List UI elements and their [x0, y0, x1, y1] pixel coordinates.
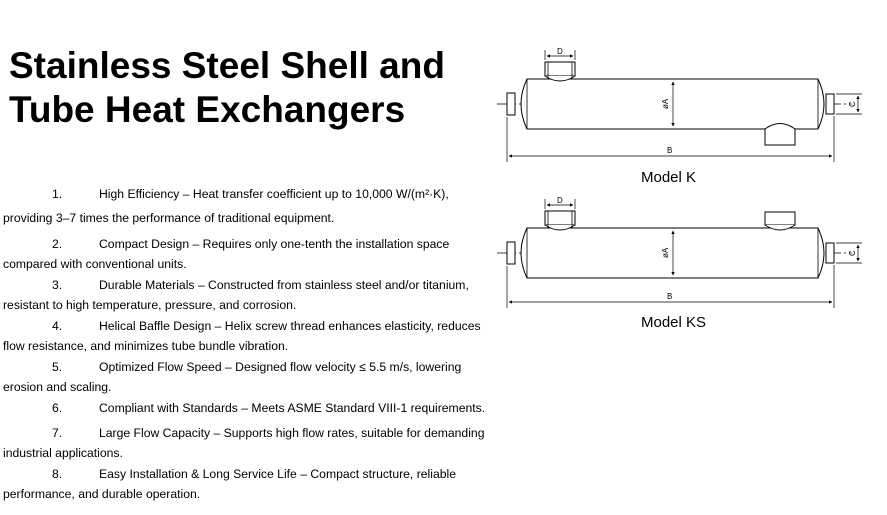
feature-item: 8. Easy Installation & Long Service Life … — [3, 464, 518, 504]
model-ks-caption: Model KS — [641, 314, 707, 331]
feature-text: Durable Materials – Constructed from sta… — [99, 278, 469, 292]
feature-text: Helical Baffle Design – Helix screw thre… — [99, 319, 481, 333]
feature-item: 5. Optimized Flow Speed – Designed flow v… — [3, 357, 518, 397]
title-line-2: Tube Heat Exchangers — [9, 89, 406, 130]
feature-number: 8. — [52, 467, 63, 481]
feature-text-continued: performance, and durable operation. — [3, 487, 201, 501]
feature-number: 4. — [52, 319, 63, 333]
feature-text-continued: flow resistance, and minimizes tube bund… — [3, 339, 289, 353]
model-k-dim-d: D — [557, 47, 563, 56]
feature-text-continued: resistant to high temperature, pressure,… — [3, 298, 297, 312]
feature-text: Compact Design – Requires only one-tenth… — [99, 237, 450, 251]
model-k-caption: Model K — [641, 169, 697, 186]
feature-number: 5. — [52, 360, 63, 374]
model-ks-dim-a: øA — [661, 247, 670, 258]
feature-item: 7. Large Flow Capacity – Supports high fl… — [3, 423, 518, 463]
feature-number: 1. — [52, 187, 63, 201]
feature-text-continued: erosion and scaling. — [3, 380, 112, 394]
feature-item: 4. Helical Baffle Design – Helix screw th… — [3, 316, 518, 356]
model-k-dim-a: øA — [661, 98, 670, 109]
feature-text-continued: compared with conventional units. — [3, 257, 187, 271]
feature-number: 6. — [52, 401, 63, 415]
model-k-dim-b: B — [667, 146, 672, 155]
feature-number: 7. — [52, 426, 63, 440]
title-line-1: Stainless Steel Shell and — [9, 45, 445, 86]
model-k-dim-c: C — [848, 101, 857, 107]
feature-text: High Efficiency – Heat transfer coeffici… — [99, 187, 449, 201]
feature-item: 6. Compliant with Standards – Meets ASME … — [3, 398, 518, 418]
feature-text-continued: industrial applications. — [3, 446, 123, 460]
model-ks-dim-b: B — [667, 292, 672, 301]
model-ks-drawing — [497, 199, 862, 308]
feature-item: 1. High Efficiency – Heat transfer coeffi… — [3, 184, 518, 228]
feature-item: 3. Durable Materials – Constructed from s… — [3, 275, 518, 315]
model-ks-dim-c: C — [848, 250, 857, 256]
feature-text: Easy Installation & Long Service Life – … — [99, 467, 457, 481]
page-title: Stainless Steel Shell and Tube Heat Exch… — [9, 44, 489, 132]
feature-number: 3. — [52, 278, 63, 292]
feature-text: Large Flow Capacity – Supports high flow… — [99, 426, 485, 440]
model-k-drawing — [497, 50, 862, 162]
feature-item: 2. Compact Design – Requires only one-ten… — [3, 234, 518, 274]
model-ks-dim-d: D — [557, 196, 563, 205]
feature-number: 2. — [52, 237, 63, 251]
feature-text: Compliant with Standards – Meets ASME St… — [99, 401, 486, 415]
feature-text-continued: providing 3–7 times the performance of t… — [3, 211, 335, 225]
feature-text: Optimized Flow Speed – Designed flow vel… — [99, 360, 462, 374]
